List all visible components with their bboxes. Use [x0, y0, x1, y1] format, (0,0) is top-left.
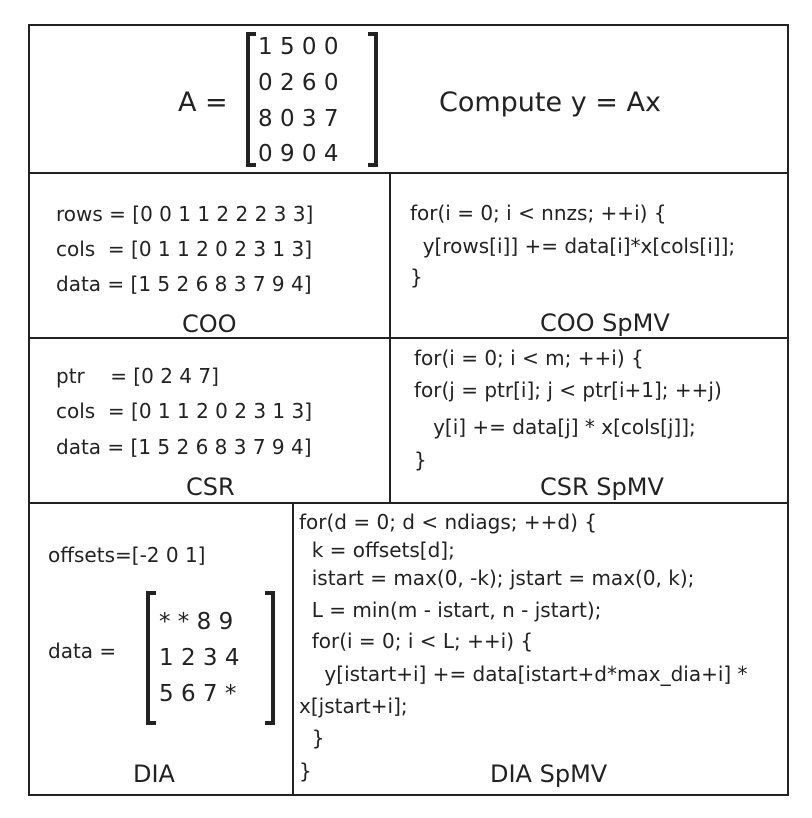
csr-spmv-label: CSR SpMV	[540, 473, 664, 501]
divider-vertical-upper	[389, 172, 391, 504]
dia-code-line-6: y[istart+i] += data[istart+d*max_dia+i] …	[299, 662, 748, 686]
dia-data-label: data =	[48, 639, 117, 663]
csr-code-line-3: y[i] += data[j] * x[cols[j]];	[414, 415, 696, 439]
dia-code-line-1: for(d = 0; d < ndiags; ++d) {	[299, 510, 597, 534]
csr-code-line-1: for(i = 0; i < m; ++i) {	[414, 346, 644, 370]
dia-code-line-5: for(i = 0; i < L; ++i) {	[299, 629, 534, 653]
divider-coo	[28, 337, 789, 339]
dia-matrix-row-3: 5 6 7 *	[159, 681, 237, 707]
dia-code-line-3: istart = max(0, -k); jstart = max(0, k);	[299, 566, 695, 590]
dia-matrix-left-bracket	[146, 591, 156, 725]
dia-code-line-4: L = min(m - istart, n - jstart);	[299, 598, 602, 622]
coo-rows: rows = [0 0 1 1 2 2 2 3 3]	[56, 202, 314, 226]
csr-code-line-2: for(j = ptr[i]; j < ptr[i+1]; ++j)	[414, 378, 722, 402]
coo-code-line-2: y[rows[i]] += data[i]*x[cols[i]];	[410, 234, 736, 258]
dia-code-line-9: }	[299, 759, 312, 783]
divider-csr	[28, 502, 789, 504]
compute-heading: Compute y = Ax	[439, 87, 661, 118]
matrix-a-row-4: 0 9 0 4	[258, 141, 339, 167]
dia-matrix-row-2: 1 2 3 4	[159, 645, 240, 671]
matrix-a-row-2: 0 2 6 0	[258, 70, 339, 96]
coo-cols: cols = [0 1 1 2 0 2 3 1 3]	[56, 237, 313, 261]
dia-code-line-8: }	[299, 726, 325, 750]
dia-code-line-7: x[jstart+i];	[299, 694, 408, 718]
matrix-a-left-bracket	[246, 32, 256, 167]
dia-matrix-right-bracket	[265, 591, 275, 725]
dia-offsets: offsets=[-2 0 1]	[48, 543, 206, 567]
coo-spmv-label: COO SpMV	[540, 309, 670, 337]
matrix-a-label: A =	[178, 87, 228, 118]
csr-cols: cols = [0 1 1 2 0 2 3 1 3]	[56, 399, 313, 423]
diagram-frame	[28, 24, 789, 796]
dia-code-line-2: k = offsets[d];	[299, 538, 455, 562]
matrix-a-right-bracket	[368, 32, 378, 167]
dia-spmv-label: DIA SpMV	[490, 760, 608, 788]
coo-label: COO	[182, 310, 237, 338]
coo-code-line-3: }	[410, 265, 423, 289]
coo-data: data = [1 5 2 6 8 3 7 9 4]	[56, 272, 312, 296]
coo-code-line-1: for(i = 0; i < nnzs; ++i) {	[410, 201, 667, 225]
dia-matrix-row-1: * * 8 9	[159, 609, 234, 635]
divider-vertical-lower	[292, 502, 294, 796]
matrix-a-row-3: 8 0 3 7	[258, 106, 339, 132]
dia-label: DIA	[133, 760, 175, 788]
csr-code-line-4: }	[414, 448, 427, 472]
divider-top	[28, 172, 789, 174]
csr-ptr: ptr = [0 2 4 7]	[56, 364, 219, 388]
matrix-a-row-1: 1 5 0 0	[258, 34, 339, 60]
csr-data: data = [1 5 2 6 8 3 7 9 4]	[56, 435, 312, 459]
csr-label: CSR	[186, 473, 235, 501]
